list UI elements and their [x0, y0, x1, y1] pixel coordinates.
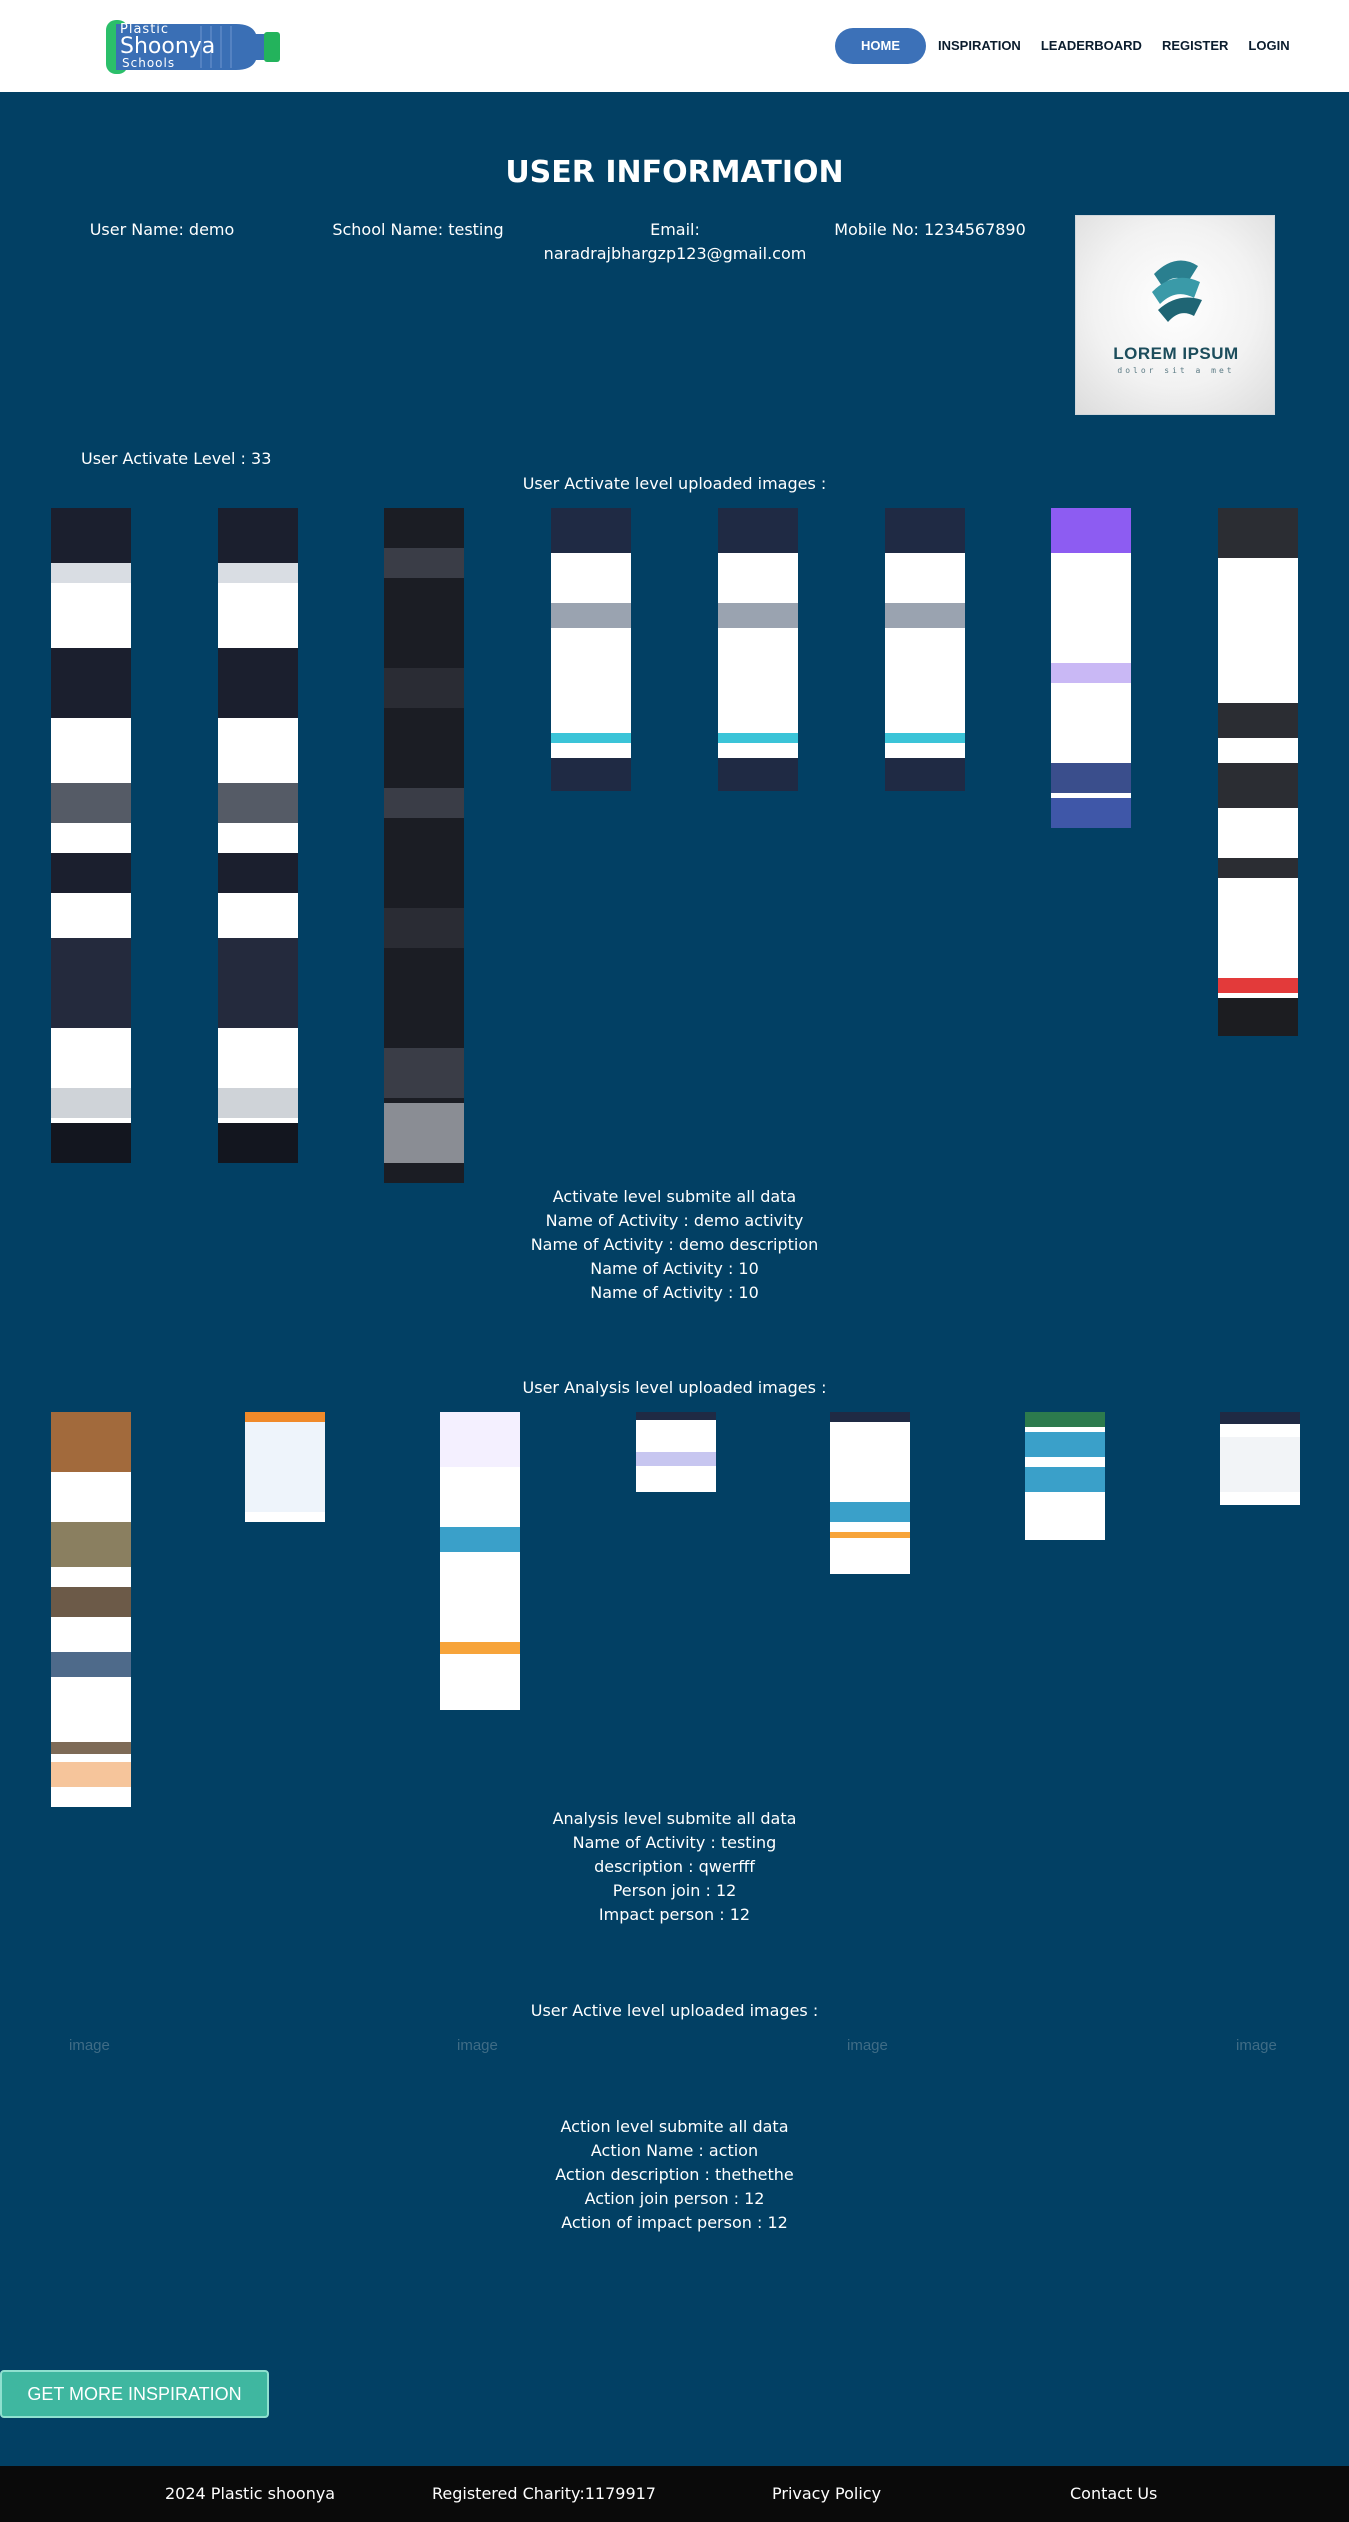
footer-contact-link[interactable]: Contact Us	[1070, 2484, 1158, 2503]
activate-image-thumbnail[interactable]	[551, 508, 631, 791]
summary-line: description : qwerfff	[594, 1857, 755, 1876]
activate-images-label: User Activate level uploaded images :	[522, 474, 827, 493]
brand-mark-icon	[1152, 260, 1202, 322]
nav-register[interactable]: REGISTER	[1161, 38, 1229, 53]
activate-image-thumbnail[interactable]	[1218, 508, 1298, 1036]
activate-image-thumbnail[interactable]	[218, 508, 298, 1163]
footer-charity-number: Registered Charity:1179917	[432, 2484, 656, 2503]
nav-leaderboard[interactable]: LEADERBOARD	[1040, 38, 1142, 53]
top-navbar: Plastic Shoonya Schools HOME INSPIRATION…	[0, 0, 1349, 92]
analysis-image-thumbnail[interactable]	[1025, 1412, 1105, 1540]
analysis-image-thumbnail[interactable]	[636, 1412, 716, 1492]
school-name: School Name: testing	[332, 220, 504, 239]
email-value: naradrajbhargzp123@gmail.com	[543, 244, 807, 263]
mobile-number: Mobile No: 1234567890	[834, 220, 1026, 239]
summary-line: Impact person : 12	[598, 1905, 751, 1924]
analysis-image-thumbnail[interactable]	[1220, 1412, 1300, 1505]
page-title: USER INFORMATION	[505, 155, 844, 190]
summary-line: Name of Activity : demo description	[530, 1235, 819, 1254]
active-images-label: User Active level uploaded images :	[530, 2001, 819, 2020]
analysis-images-label: User Analysis level uploaded images :	[522, 1378, 827, 1397]
summary-line: Name of Activity : demo activity	[545, 1211, 804, 1230]
user-name: User Name: demo	[89, 220, 235, 239]
main-nav: HOME INSPIRATION LEADERBOARD REGISTER LO…	[835, 28, 1300, 64]
nav-inspiration[interactable]: INSPIRATION	[938, 38, 1021, 53]
activate-image-thumbnail[interactable]	[718, 508, 798, 791]
summary-line: Name of Activity : testing	[572, 1833, 777, 1852]
summary-line: Analysis level submite all data	[552, 1809, 797, 1828]
broken-image-placeholder: image	[69, 2037, 110, 2054]
avatar-tagline: dolor sit a met	[1117, 366, 1235, 375]
avatar-brand-text: LOREM IPSUM	[1113, 344, 1239, 363]
user-activate-level: User Activate Level : 33	[81, 449, 272, 468]
broken-image-placeholder: image	[457, 2037, 498, 2054]
footer-privacy-link[interactable]: Privacy Policy	[772, 2484, 882, 2503]
analysis-image-thumbnail[interactable]	[245, 1412, 325, 1522]
profile-image: LOREM IPSUM dolor sit a met	[1075, 215, 1275, 415]
summary-line: Name of Activity : 10	[590, 1283, 759, 1302]
summary-line: Action Name : action	[590, 2141, 759, 2160]
activate-image-thumbnail[interactable]	[885, 508, 965, 791]
summary-line: Action join person : 12	[584, 2189, 765, 2208]
nav-home[interactable]: HOME	[835, 28, 926, 64]
analysis-image-thumbnail[interactable]	[51, 1412, 131, 1807]
broken-image-placeholder: image	[847, 2037, 888, 2054]
activate-image-thumbnail[interactable]	[51, 508, 131, 1163]
email-block: Email: naradrajbhargzp123@gmail.com	[540, 218, 810, 266]
footer-copyright: 2024 Plastic shoonya	[165, 2484, 336, 2503]
logo-line-2: Shoonya	[120, 34, 216, 59]
summary-line: Action of impact person : 12	[561, 2213, 788, 2232]
summary-line: Activate level submite all data	[552, 1187, 797, 1206]
email-label: Email:	[650, 220, 700, 239]
logo-line-3: Schools	[122, 56, 176, 70]
activate-image-thumbnail[interactable]	[1051, 508, 1131, 828]
nav-login[interactable]: LOGIN	[1248, 38, 1290, 53]
bottle-logo-icon	[106, 20, 280, 74]
action-summary: Action level submite all data Action Nam…	[0, 2115, 1349, 2235]
logo-line-1: Plastic	[120, 22, 170, 37]
activate-image-thumbnail[interactable]	[384, 508, 464, 1183]
summary-line: Action description : thethethe	[555, 2165, 794, 2184]
summary-line: Action level submite all data	[560, 2117, 789, 2136]
summary-line: Person join : 12	[612, 1881, 737, 1900]
activate-summary: Activate level submite all data Name of …	[0, 1185, 1349, 1305]
get-more-inspiration-button[interactable]: GET MORE INSPIRATION	[0, 2370, 269, 2418]
analysis-summary: Analysis level submite all data Name of …	[0, 1807, 1349, 1927]
broken-image-placeholder: image	[1236, 2037, 1277, 2054]
footer: 2024 Plastic shoonya Registered Charity:…	[0, 2466, 1349, 2522]
analysis-image-thumbnail[interactable]	[440, 1412, 520, 1710]
summary-line: Name of Activity : 10	[590, 1259, 759, 1278]
analysis-image-thumbnail[interactable]	[830, 1412, 910, 1574]
plastic-shoonya-logo[interactable]: Plastic Shoonya Schools	[106, 18, 282, 76]
